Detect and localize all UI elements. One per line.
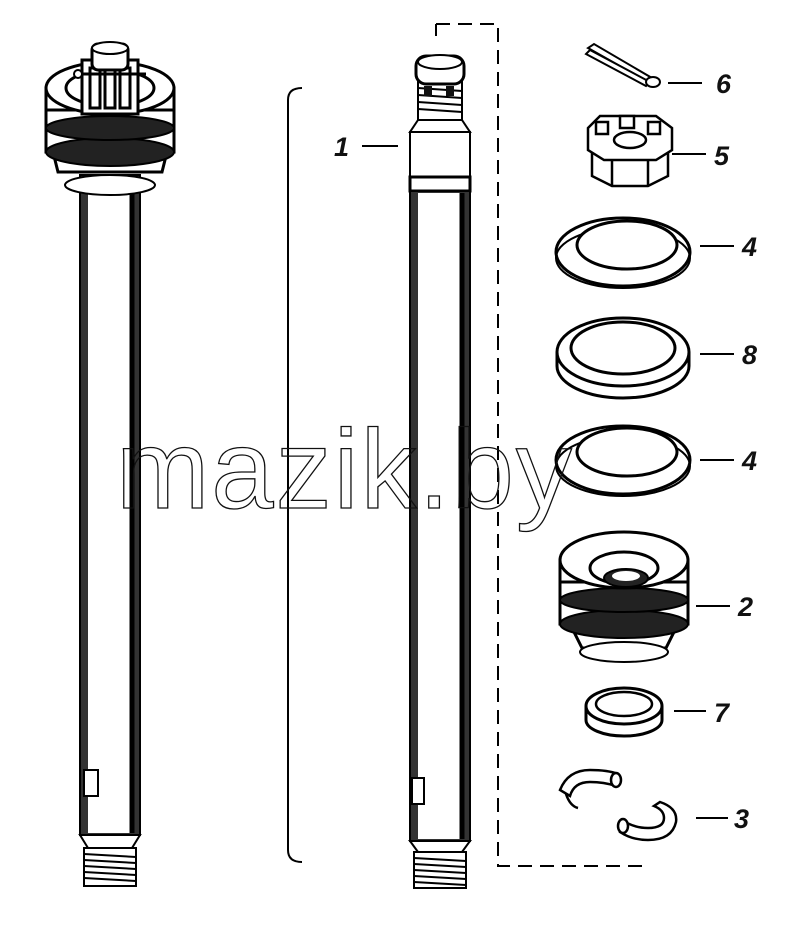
assembly-bracket <box>287 87 303 863</box>
cotter-pin <box>584 42 661 88</box>
bushing <box>584 686 664 738</box>
washer-upper <box>554 216 692 289</box>
callout-4-upper: 4 <box>741 232 757 262</box>
callout-8: 8 <box>742 340 757 370</box>
watermark: mazik.by <box>116 407 574 532</box>
callout-7: 7 <box>714 698 731 728</box>
spacer-ring <box>555 316 691 400</box>
bearing-housing <box>558 530 690 663</box>
callout-3: 3 <box>734 804 749 834</box>
callout-1: 1 <box>334 132 349 162</box>
assembled-shaft <box>44 41 176 887</box>
drive-shaft <box>408 54 472 889</box>
half-ring-keepers <box>558 768 678 842</box>
callout-6: 6 <box>716 69 732 99</box>
callout-5: 5 <box>714 141 730 171</box>
callout-4-lower: 4 <box>741 446 757 476</box>
castle-nut <box>586 114 674 188</box>
leader-lines <box>362 82 734 819</box>
washer-lower <box>554 424 692 497</box>
callout-2: 2 <box>737 592 753 622</box>
kit-grouping-line <box>435 23 650 867</box>
